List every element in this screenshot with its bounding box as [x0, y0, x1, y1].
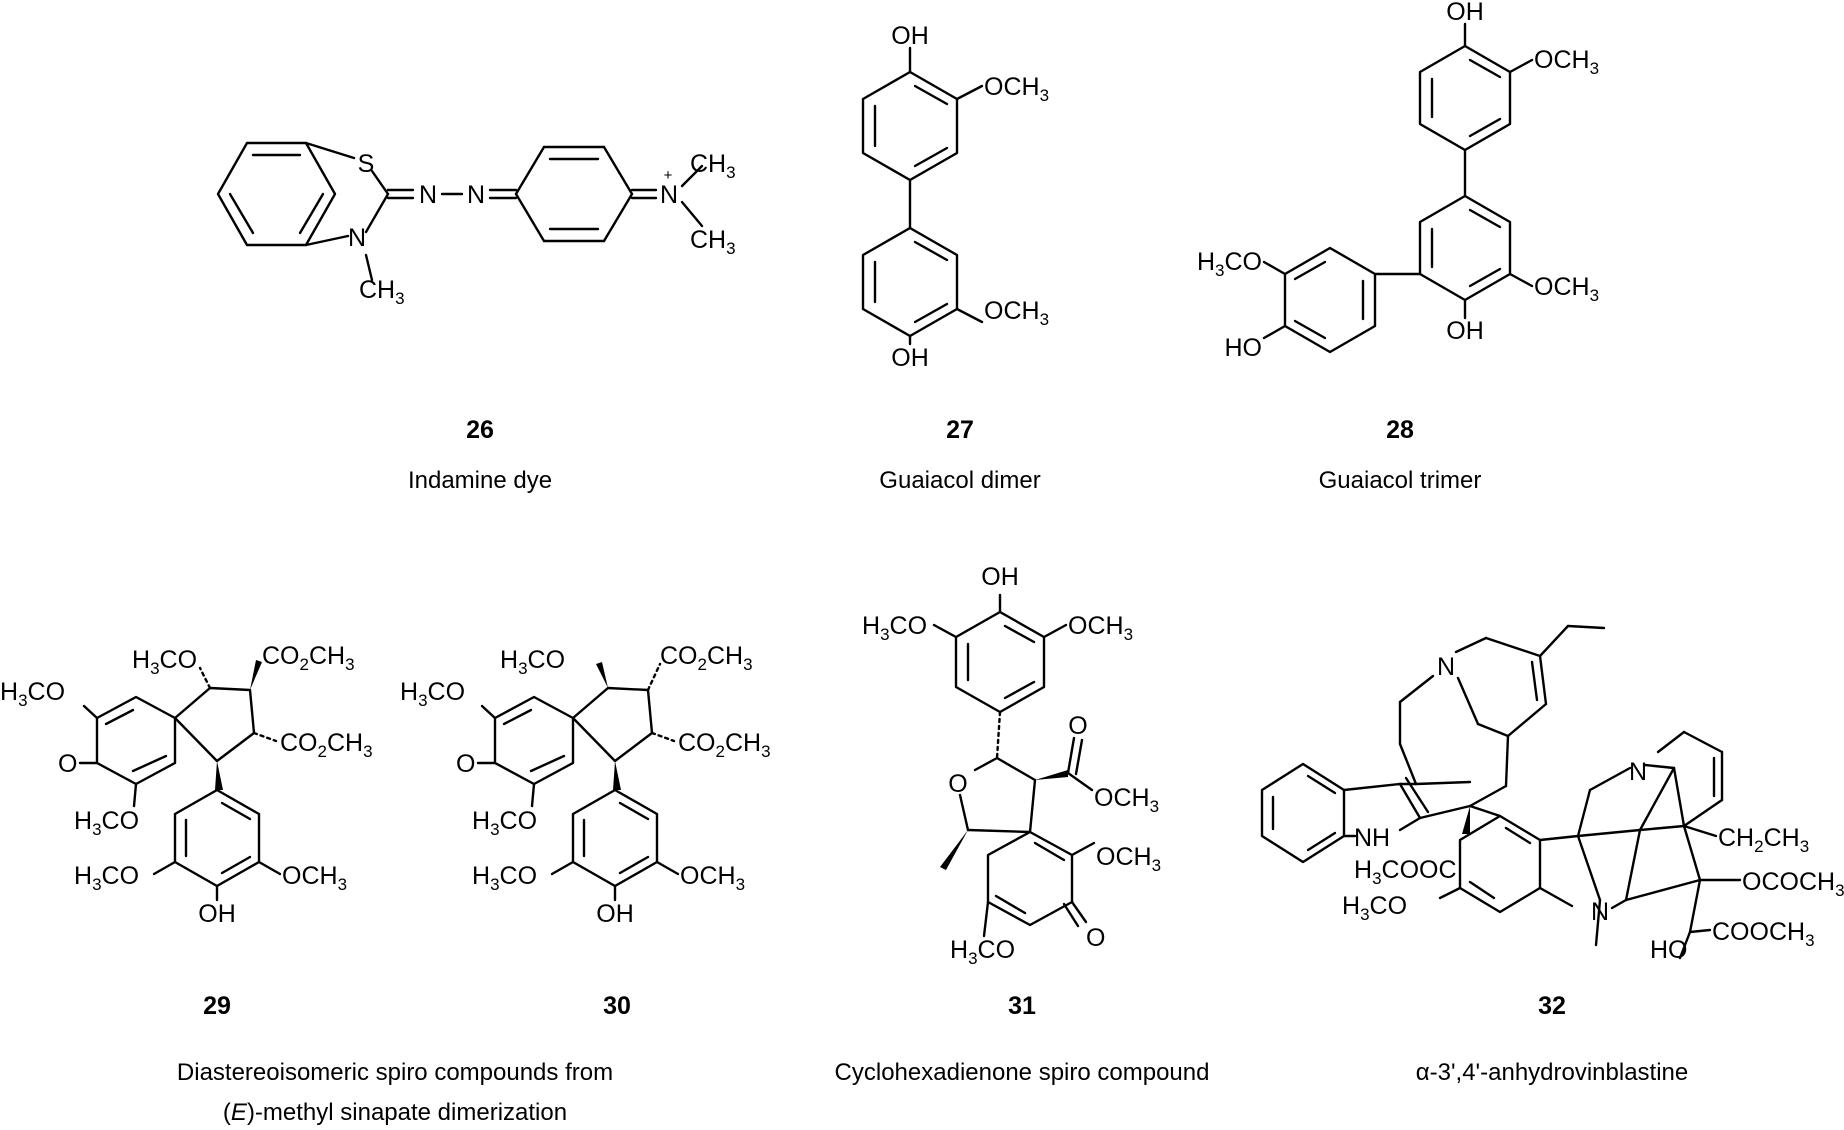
sulfur-atom-label: S — [358, 150, 375, 178]
ester-top-label: CO2CH3 — [660, 642, 753, 674]
dienone-methoxy-label: H3CO — [0, 678, 65, 710]
ring-methoxy-label: H3CO — [500, 646, 565, 678]
compound-32-caption: α-3',4'-anhydrovinblastine — [1416, 1059, 1689, 1086]
compound-29-structure — [78, 660, 282, 902]
compound-31-number: 31 — [1008, 992, 1036, 1020]
ester-right-label: CO2CH3 — [678, 729, 771, 761]
acetate-label: OCOCH3 — [1742, 868, 1844, 900]
indole-nh-label: NH — [1354, 824, 1390, 852]
compound-28-caption: Guaiacol trimer — [1319, 467, 1482, 494]
methoxy-left-label: H3CO — [862, 612, 927, 644]
compound-29-number: 29 — [203, 992, 231, 1020]
compound-26-number: 26 — [466, 416, 494, 444]
azo-nitrogen-1-label: N — [419, 181, 437, 209]
hydroxyl-top-label: OH — [891, 22, 929, 50]
keto-oxygen-label: O — [1086, 924, 1105, 952]
n-methyl-nitrogen-label: N — [1591, 898, 1609, 926]
compound-27-structure — [861, 46, 984, 346]
hydroxyl-bottom-label: OH — [891, 344, 929, 372]
hydroxyl-top-label: OH — [1446, 0, 1484, 26]
spiro-compounds-caption-line1: Diastereoisomeric spiro compounds from — [177, 1059, 613, 1086]
ester-methoxy-label: OCH3 — [1094, 784, 1159, 816]
methyl-b-label: CH3 — [690, 226, 736, 258]
ring-nitrogen-label: N — [348, 224, 366, 252]
dienone-methoxy-right-label: OCH3 — [1096, 843, 1161, 875]
compound-28-structure — [1262, 22, 1534, 354]
aryl-hydroxyl-label: OH — [198, 900, 236, 928]
caption-prefix: ( — [223, 1099, 231, 1126]
n-methyl-label: CH3 — [359, 276, 405, 308]
ring-oxygen-label: O — [948, 770, 967, 798]
ester-right-label: CO2CH3 — [280, 729, 373, 761]
aryl-hydroxyl-label: OH — [596, 900, 634, 928]
hydroxyl-top-label: OH — [981, 563, 1019, 591]
methoxy-bottom-label: OCH3 — [984, 297, 1049, 329]
ring-methoxy-label: H3CO — [132, 646, 197, 678]
compound-32-structure — [1260, 624, 1742, 960]
methyl-ester-label: COOCH3 — [1712, 918, 1815, 950]
methoxy-label: H3CO — [1342, 892, 1407, 924]
methoxy-right-label: OCH3 — [1068, 612, 1133, 644]
compound-31-structure — [932, 593, 1096, 938]
dienone-methoxy-b-label: H3CO — [472, 807, 537, 839]
piperidine-nitrogen-label: N — [1437, 653, 1455, 681]
ester-label: H3COOC — [1354, 856, 1457, 888]
dienone-methoxy-left-label: H3CO — [950, 936, 1015, 968]
spiro-compounds-caption-line2: (E)-methyl sinapate dimerization — [223, 1099, 567, 1126]
compound-30-number: 30 — [603, 992, 631, 1020]
aryl-methoxy-left-label: H3CO — [472, 862, 537, 894]
vindoline-nitrogen-label: N — [1629, 758, 1647, 786]
methoxy-top-label: OCH3 — [1534, 46, 1599, 78]
carbonyl-oxygen-label: O — [1068, 712, 1087, 740]
hydroxyl-label: HO — [1650, 936, 1688, 964]
methoxy-middle-label: OCH3 — [1534, 273, 1599, 305]
compound-26-structure — [216, 141, 704, 282]
keto-oxygen-label: O — [58, 750, 77, 778]
compound-31-caption: Cyclohexadienone spiro compound — [835, 1059, 1210, 1086]
ester-top-label: CO2CH3 — [262, 642, 355, 674]
compound-32-number: 32 — [1538, 992, 1566, 1020]
methoxy-left-label: H3CO — [1197, 248, 1262, 280]
compound-28-number: 28 — [1386, 416, 1414, 444]
methyl-a-label: CH3 — [690, 150, 736, 182]
compound-30-structure — [476, 662, 680, 902]
compound-27-caption: Guaiacol dimer — [879, 467, 1040, 494]
keto-oxygen-label: O — [456, 750, 475, 778]
methoxy-top-label: OCH3 — [984, 73, 1049, 105]
aryl-methoxy-right-label: OCH3 — [282, 862, 347, 894]
positive-charge-label: + — [664, 167, 673, 184]
aryl-methoxy-right-label: OCH3 — [680, 862, 745, 894]
caption-stereo-descriptor: E — [231, 1099, 248, 1126]
caption-suffix: )-methyl sinapate dimerization — [247, 1099, 567, 1126]
hydroxyl-middle-label: OH — [1446, 317, 1484, 345]
aryl-methoxy-left-label: H3CO — [74, 862, 139, 894]
hydroxyl-left-label: HO — [1225, 334, 1263, 362]
iminium-nitrogen-label: N — [660, 181, 678, 209]
dienone-methoxy-b-label: H3CO — [74, 807, 139, 839]
compound-27-number: 27 — [946, 416, 974, 444]
dienone-methoxy-label: H3CO — [400, 678, 465, 710]
ethyl-label: CH2CH3 — [1718, 824, 1809, 856]
compound-26-caption: Indamine dye — [408, 467, 552, 494]
azo-nitrogen-2-label: N — [467, 181, 485, 209]
